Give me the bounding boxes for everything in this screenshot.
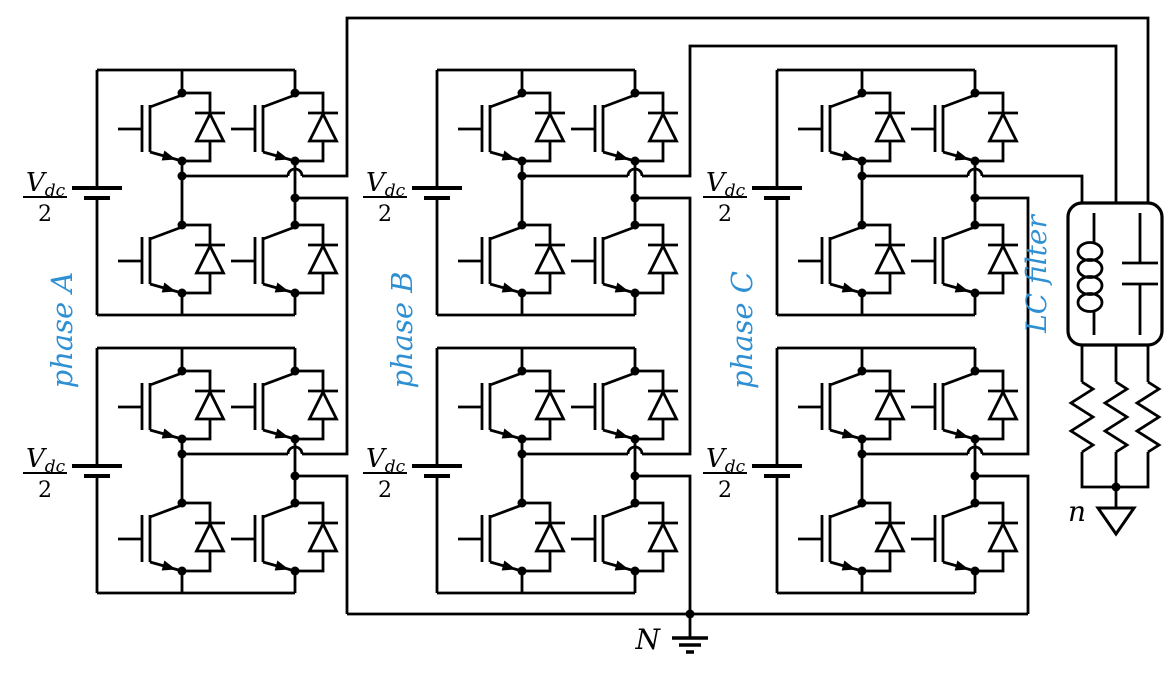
phase-c-to-filter-wire [982, 174, 1084, 203]
inductor-icon [1076, 241, 1104, 313]
wire-jump-icon [286, 167, 304, 177]
svg-text:2: 2 [718, 478, 732, 503]
svg-text:2: 2 [38, 202, 52, 227]
vdc-label-a-top: Vdc 2 [23, 168, 67, 227]
cell-phase-c-bottom [752, 348, 1018, 593]
vdc-label-c-top: Vdc 2 [703, 168, 747, 227]
neutral-rail-group [347, 609, 1028, 654]
load-neutral-label: n [1068, 495, 1086, 528]
lc-filter-group [1066, 201, 1164, 347]
resistor-phase-a-icon [1068, 380, 1096, 454]
phase-a-to-filter-wire [302, 16, 1150, 203]
vdc-label-b-top: Vdc 2 [363, 168, 407, 227]
cell-phase-c-top [752, 70, 1018, 315]
wire-jump-icon [286, 445, 304, 455]
load-star-wires [1080, 452, 1150, 489]
svg-text:2: 2 [378, 202, 392, 227]
phase-c-label: phase C [725, 271, 759, 389]
filter-output-wires [1080, 345, 1150, 382]
svg-text:2: 2 [378, 478, 392, 503]
triangle-ground-icon [1095, 506, 1137, 537]
resistor-phase-c-icon [1134, 380, 1162, 454]
svg-text:2: 2 [718, 202, 732, 227]
wire-jump-icon [966, 445, 984, 455]
load-group [1068, 345, 1162, 537]
cell-phase-a-top [72, 70, 338, 315]
phase-b-wiring [522, 44, 1118, 614]
cell-phase-a-bottom [72, 348, 338, 593]
phase-b-label: phase B [385, 271, 419, 388]
svg-text:2: 2 [38, 478, 52, 503]
resistor-phase-b-icon [1102, 380, 1130, 454]
vdc-label-a-bottom: Vdc 2 [23, 444, 67, 503]
phase-c-neutral-wire [975, 474, 1030, 614]
phase-a-wiring [182, 16, 1150, 614]
cell-phase-b-bottom [412, 348, 678, 593]
neutral-point-label: N [635, 623, 662, 656]
wire-jump-icon [626, 445, 644, 455]
phase-c-cascade-wire [975, 196, 1030, 456]
phase-b-cascade-wire [635, 196, 692, 456]
earth-ground-icon [672, 636, 708, 654]
vdc-label-c-bottom: Vdc 2 [703, 444, 747, 503]
phase-a-neutral-wire [295, 474, 349, 614]
cell-phase-b-top [412, 70, 678, 315]
phase-a-label: phase A [45, 272, 79, 389]
phase-c-wiring [862, 167, 1084, 614]
vdc-label-b-bottom: Vdc 2 [363, 444, 407, 503]
phase-a-cascade-wire [295, 196, 349, 456]
capacitor-icon [1122, 213, 1158, 335]
wire-jump-icon [626, 167, 644, 177]
phase-b-to-filter-wire [642, 44, 1118, 203]
phase-b-neutral-wire [635, 474, 692, 614]
lc-filter-label: LC filter [1020, 214, 1053, 334]
wire-jump-icon [966, 167, 984, 177]
